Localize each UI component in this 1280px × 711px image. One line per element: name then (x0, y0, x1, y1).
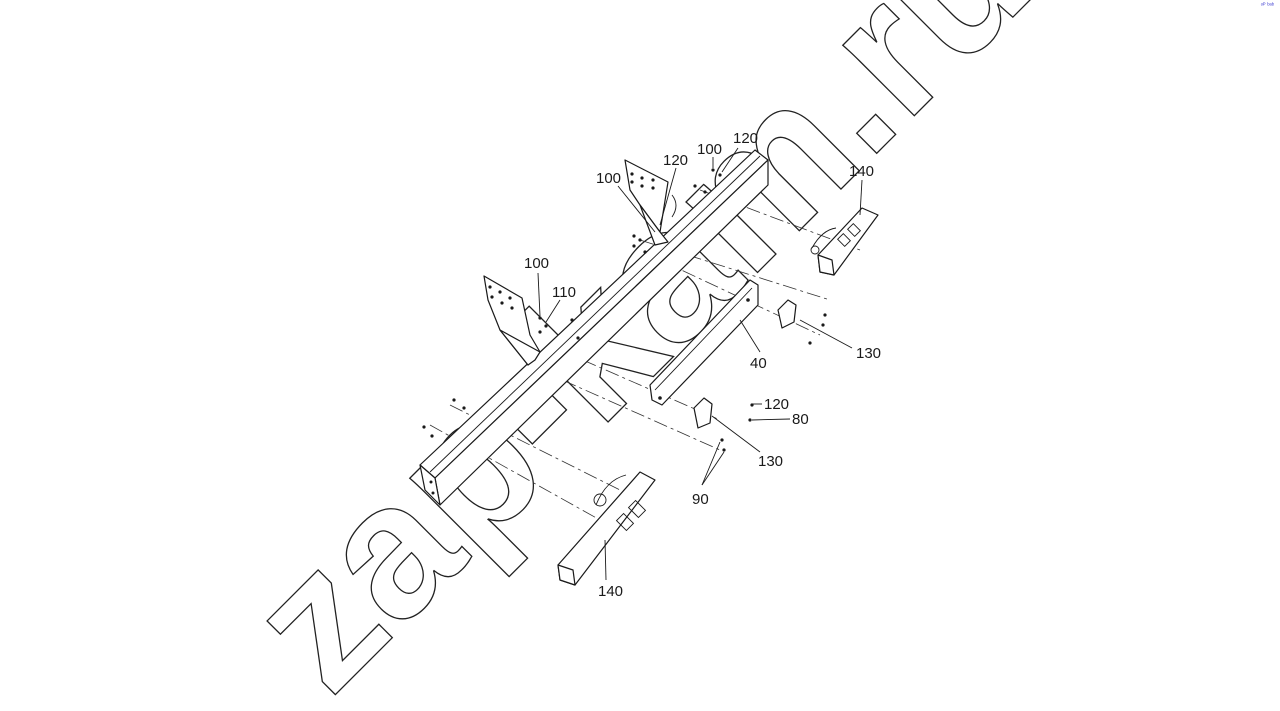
watermark-text: zap-kam.ru (209, 0, 1068, 711)
reflector-upper (777, 299, 797, 329)
callout-label: 120 (764, 396, 789, 413)
callout-label: 140 (849, 163, 874, 180)
callout-label: 90 (692, 491, 709, 508)
callout-label: 100 (596, 170, 621, 187)
callout-label: 130 (758, 453, 783, 470)
callout-label: 80 (792, 411, 809, 428)
lower-bracket (483, 275, 541, 366)
callouts: 120 100 120 100 140 100 110 130 40 120 8… (524, 130, 881, 600)
mounting-plate (649, 279, 759, 406)
reflector-lower (693, 397, 713, 429)
callout-label: 140 (598, 583, 623, 600)
watermark: zap-kam.ru (208, 0, 1068, 711)
fasteners (422, 168, 827, 452)
callout-label: 100 (524, 255, 549, 272)
callout-label: 40 (750, 355, 767, 372)
callout-label: 100 (697, 141, 722, 158)
callout-label: 120 (733, 130, 758, 147)
callout-label: 120 (663, 152, 688, 169)
leader-lines (537, 147, 863, 581)
callout-label: 110 (552, 284, 576, 301)
upper-bracket (624, 159, 677, 246)
right-tail-lamp (810, 207, 879, 276)
left-tail-lamp (557, 471, 656, 586)
callout-label: 130 (856, 345, 881, 362)
zoom-widget[interactable]: ᵒᴾ ᵇᵃᵇ (1260, 3, 1274, 9)
cross-beam (419, 149, 769, 506)
